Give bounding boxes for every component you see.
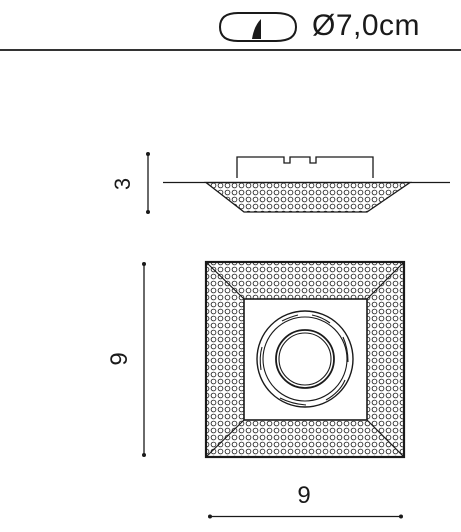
cutout-diameter-label: Ø7,0cm [312,9,421,42]
side-view: 3 [110,152,450,214]
header-divider [0,49,461,51]
front-height-label: 9 [106,352,133,365]
plaster-trim-side [204,181,413,213]
front-width-label: 9 [297,482,310,509]
header-bar: Ø7,0cm [0,0,461,51]
frame-bevel-lines [205,261,405,458]
lamp-ring [256,310,354,408]
cutout-symbol-icon [218,12,298,42]
frame-outer-square [204,260,406,459]
housing-body [236,156,374,178]
front-view: 9 9 [106,260,406,519]
side-height-label: 3 [110,178,135,190]
